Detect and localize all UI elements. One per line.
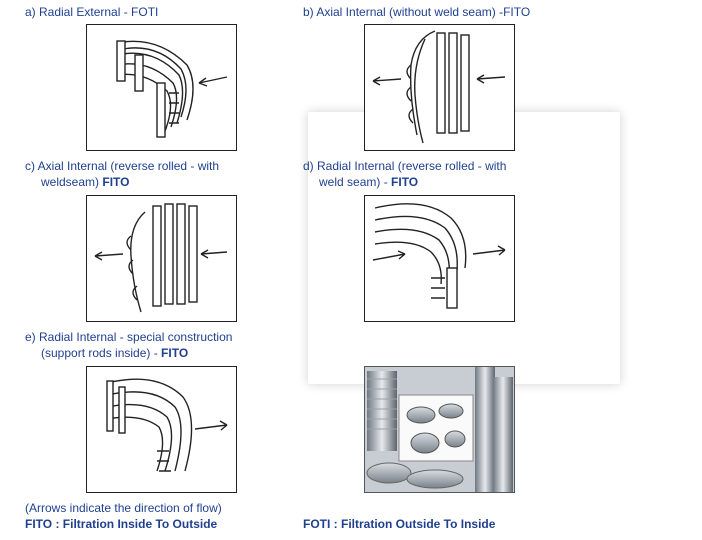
flow-note: (Arrows indicate the direction of flow) xyxy=(25,500,222,516)
caption-c-line2: weldseam) xyxy=(41,175,103,189)
caption-d-line1: d) Radial Internal (reverse rolled - wit… xyxy=(303,159,507,173)
product-photo-illustration xyxy=(365,367,514,492)
diagram-radial-reverse-rolled xyxy=(364,195,515,322)
flow-note-text: (Arrows indicate the direction of flow) xyxy=(25,501,222,515)
axial-reverse-illustration xyxy=(94,203,228,313)
caption-a-text: a) Radial External - FOTI xyxy=(25,5,159,19)
diagram-radial-external xyxy=(86,24,237,151)
caption-b: b) Axial Internal (without weld seam) -F… xyxy=(303,4,530,20)
caption-d: d) Radial Internal (reverse rolled - wit… xyxy=(303,158,506,190)
product-photo xyxy=(364,366,515,493)
radial-external-illustration xyxy=(116,40,228,138)
legend-foti-text: FOTI : Filtration Outside To Inside xyxy=(303,517,496,531)
caption-e: e) Radial Internal - special constructio… xyxy=(25,329,232,361)
diagram-axial-internal xyxy=(364,24,515,151)
legend-foti: FOTI : Filtration Outside To Inside xyxy=(303,516,495,532)
diagram-axial-reverse-rolled xyxy=(86,195,237,322)
legend-fito-text: FITO : Filtration Inside To Outside xyxy=(25,517,218,531)
caption-c-brand: FITO xyxy=(102,175,130,189)
caption-c: c) Axial Internal (reverse rolled - with… xyxy=(25,158,219,190)
axial-internal-illustration xyxy=(372,30,506,144)
caption-e-line1: e) Radial Internal - special constructio… xyxy=(25,330,233,344)
legend-fito: FITO : Filtration Inside To Outside xyxy=(25,516,217,532)
caption-e-brand: FITO xyxy=(161,346,189,360)
radial-special-illustration xyxy=(106,378,228,472)
caption-a: a) Radial External - FOTI xyxy=(25,4,158,20)
diagram-radial-special xyxy=(86,366,237,493)
caption-d-line2: weld seam) - xyxy=(319,175,392,189)
caption-e-line2: (support rods inside) - xyxy=(41,346,162,360)
caption-c-line1: c) Axial Internal (reverse rolled - with xyxy=(25,159,220,173)
caption-d-brand: FITO xyxy=(391,175,419,189)
caption-b-text: b) Axial Internal (without weld seam) -F… xyxy=(303,5,531,19)
radial-reverse-illustration xyxy=(372,203,506,309)
